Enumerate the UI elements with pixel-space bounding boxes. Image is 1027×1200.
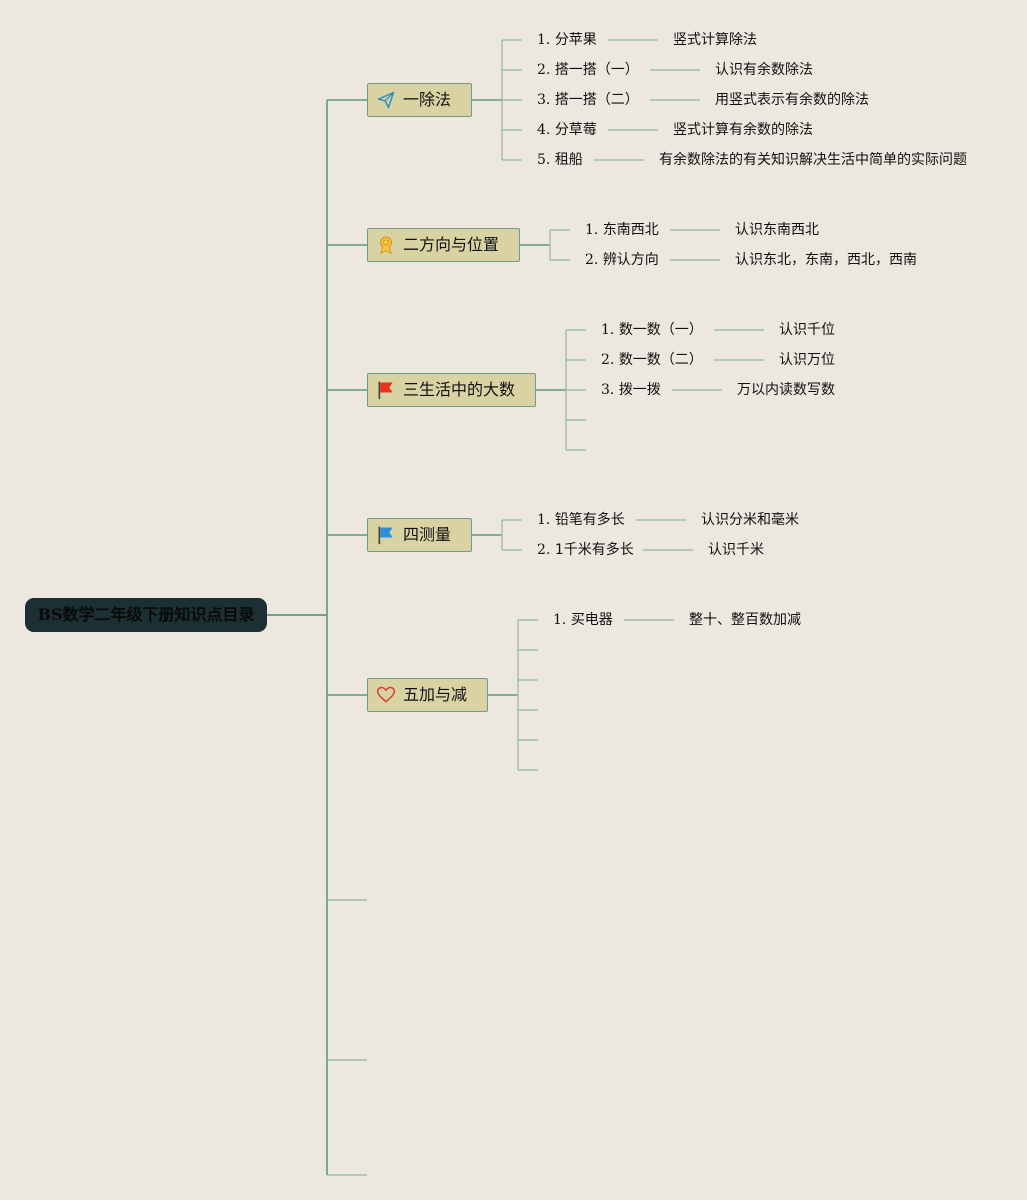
lesson-item[interactable]: 5. 租船 [537,152,583,168]
heart-icon [376,685,396,705]
lesson-item[interactable]: 2. 搭一搭（一） [537,62,639,78]
lesson-description[interactable]: 认识万位 [779,352,835,368]
chapter-node-measurement[interactable]: 四测量 [367,518,472,552]
lesson-item[interactable]: 2. 数一数（二） [601,352,703,368]
red-flag-icon [376,380,396,400]
blue-flag-icon [376,525,396,545]
lesson-description[interactable]: 认识东南西北 [735,222,819,238]
lesson-description[interactable]: 认识千位 [779,322,835,338]
lesson-item[interactable]: 3. 搭一搭（二） [537,92,639,108]
lesson-item[interactable]: 2. 1千米有多长 [537,542,634,558]
chapter-title: 四测量 [403,525,452,544]
lesson-description[interactable]: 用竖式表示有余数的除法 [715,92,869,108]
chapter-node-big-numbers[interactable]: 三生活中的大数 [367,373,536,407]
chapter-node-direction-position[interactable]: 二方向与位置 [367,228,520,262]
lesson-description[interactable]: 有余数除法的有关知识解决生活中简单的实际问题 [659,152,967,168]
lesson-description[interactable]: 整十、整百数加减 [689,612,801,628]
lesson-description[interactable]: 认识分米和毫米 [701,512,799,528]
lesson-item[interactable]: 1. 铅笔有多长 [537,512,625,528]
paper-plane-icon [376,90,396,110]
chapter-title: 二方向与位置 [403,235,500,254]
lesson-description[interactable]: 认识东北，东南，西北，西南 [735,252,917,268]
lesson-description[interactable]: 竖式计算有余数的除法 [673,122,813,138]
lesson-description[interactable]: 认识有余数除法 [715,62,813,78]
lesson-item[interactable]: 4. 分草莓 [537,122,597,138]
chapter-node-addition-subtraction[interactable]: 五加与减 [367,678,488,712]
award-medal-icon [376,235,396,255]
chapter-title: 三生活中的大数 [403,380,516,399]
lesson-item[interactable]: 1. 分苹果 [537,32,597,48]
lesson-description[interactable]: 万以内读数写数 [737,382,835,398]
lesson-description[interactable]: 认识千米 [708,542,764,558]
chapter-node-division[interactable]: 一除法 [367,83,472,117]
root-node[interactable]: BS数学二年级下册知识点目录 [25,598,267,632]
lesson-item[interactable]: 1. 东南西北 [585,222,659,238]
chapter-title: 一除法 [403,90,452,109]
lesson-item[interactable]: 1. 买电器 [553,612,613,628]
lesson-description[interactable]: 竖式计算除法 [673,32,757,48]
lesson-item[interactable]: 1. 数一数（一） [601,322,703,338]
lesson-item[interactable]: 3. 拨一拨 [601,382,661,398]
chapter-title: 五加与减 [403,685,468,704]
lesson-item[interactable]: 2. 辨认方向 [585,252,659,268]
